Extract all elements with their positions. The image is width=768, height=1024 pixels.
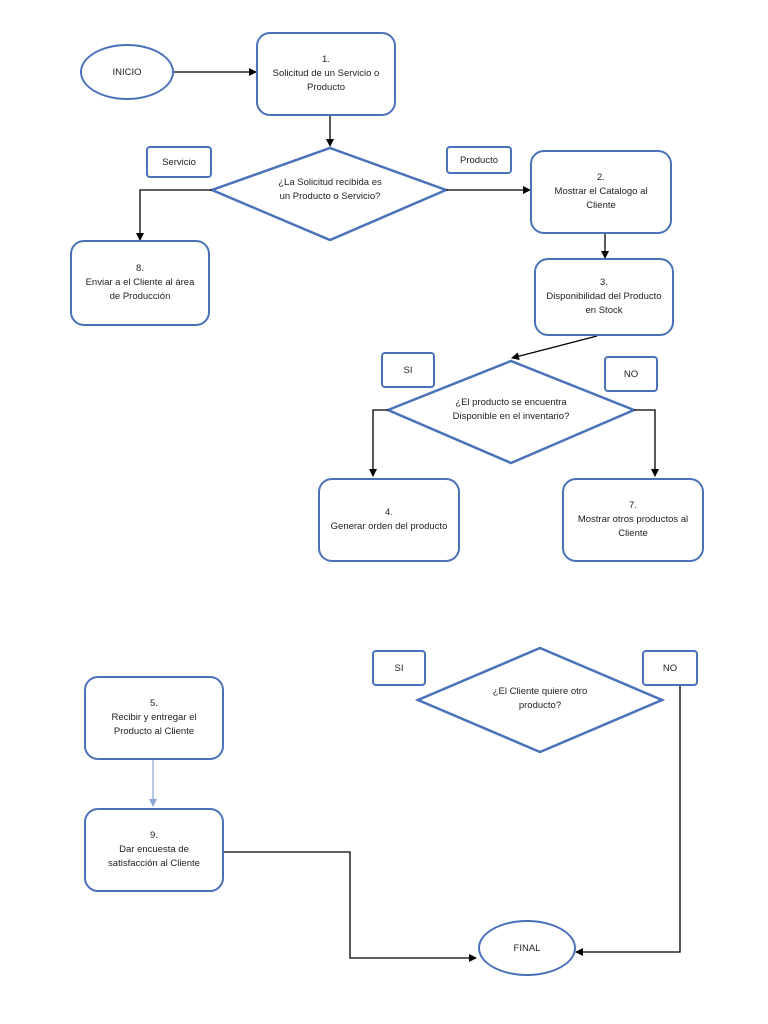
- branch-label-producto-text: Producto: [459, 154, 499, 166]
- branch-label-si-stock-text: SI: [403, 364, 413, 376]
- start-label: INICIO: [112, 66, 142, 78]
- step-5-number: 5.: [150, 698, 158, 709]
- connector-decision-to-8: [136, 189, 212, 241]
- connector-decision-to-4: [369, 409, 388, 477]
- step-3-box: 3. Disponibilidad del Producto en Stock: [534, 258, 674, 336]
- end-terminator: FINAL: [478, 920, 576, 976]
- step-3-number: 3.: [600, 277, 608, 288]
- end-label: FINAL: [513, 942, 541, 954]
- step-5-box: 5. Recibir y entregar el Producto al Cli…: [84, 676, 224, 760]
- branch-label-si-stock: SI: [381, 352, 435, 388]
- step-7-box: 7. Mostrar otros productos al Cliente: [562, 478, 704, 562]
- step-2-text: Mostrar el Catalogo al Cliente: [554, 186, 648, 211]
- decision-product-or-service-label: ¿La Solicitud recibida es un Producto o …: [278, 177, 382, 202]
- step-3-text: Disponibilidad del Producto en Stock: [546, 291, 662, 316]
- decision-another-product-text: ¿El Cliente quiere otro producto?: [480, 682, 600, 716]
- branch-label-si-another-text: SI: [394, 662, 404, 674]
- step-1-text: Solicitud de un Servicio o Producto: [272, 68, 380, 93]
- step-2-number: 2.: [597, 172, 605, 183]
- decision-another-product-label: ¿El Cliente quiere otro producto?: [492, 686, 588, 711]
- branch-label-servicio: Servicio: [146, 146, 212, 178]
- connector-decision-to-7: [634, 409, 659, 477]
- branch-label-no-stock-text: NO: [623, 368, 639, 380]
- connector-9-to-final: [223, 851, 477, 962]
- step-4-box: 4. Generar orden del producto: [318, 478, 460, 562]
- decision-stock-label: ¿El producto se encuentra Disponible en …: [452, 397, 570, 422]
- branch-label-no-another: NO: [642, 650, 698, 686]
- branch-label-si-another: SI: [372, 650, 426, 686]
- branch-label-producto: Producto: [446, 146, 512, 174]
- branch-label-no-stock: NO: [604, 356, 658, 392]
- step-9-box: 9. Dar encuesta de satisfacción al Clien…: [84, 808, 224, 892]
- step-4-text: Generar orden del producto: [330, 521, 448, 532]
- step-8-number: 8.: [136, 263, 144, 274]
- decision-stock-text: ¿El producto se encuentra Disponible en …: [446, 388, 576, 432]
- step-5-text: Recibir y entregar el Producto al Client…: [111, 712, 197, 737]
- step-9-number: 9.: [150, 830, 158, 841]
- decision-another-product-shape: [414, 646, 666, 754]
- decision-product-or-service-shape: [208, 146, 450, 242]
- step-4-number: 4.: [385, 507, 393, 518]
- step-1-number: 1.: [322, 54, 330, 65]
- start-terminator: INICIO: [80, 44, 174, 100]
- branch-label-servicio-text: Servicio: [162, 156, 196, 168]
- step-8-text: Enviar a el Cliente al área de Producció…: [85, 277, 195, 302]
- step-7-number: 7.: [629, 500, 637, 511]
- step-8-box: 8. Enviar a el Cliente al área de Produc…: [70, 240, 210, 326]
- connector-3-to-decision: [511, 335, 598, 361]
- decision-stock-shape: [384, 359, 638, 465]
- step-9-text: Dar encuesta de satisfacción al Cliente: [108, 844, 200, 869]
- step-2-box: 2. Mostrar el Catalogo al Cliente: [530, 150, 672, 234]
- step-7-text: Mostrar otros productos al Cliente: [577, 514, 689, 539]
- branch-label-no-another-text: NO: [662, 662, 678, 674]
- step-1-box: 1. Solicitud de un Servicio o Producto: [256, 32, 396, 116]
- decision-product-or-service-text: ¿La Solicitud recibida es un Producto o …: [272, 168, 388, 212]
- connector-no-to-final: [575, 686, 681, 956]
